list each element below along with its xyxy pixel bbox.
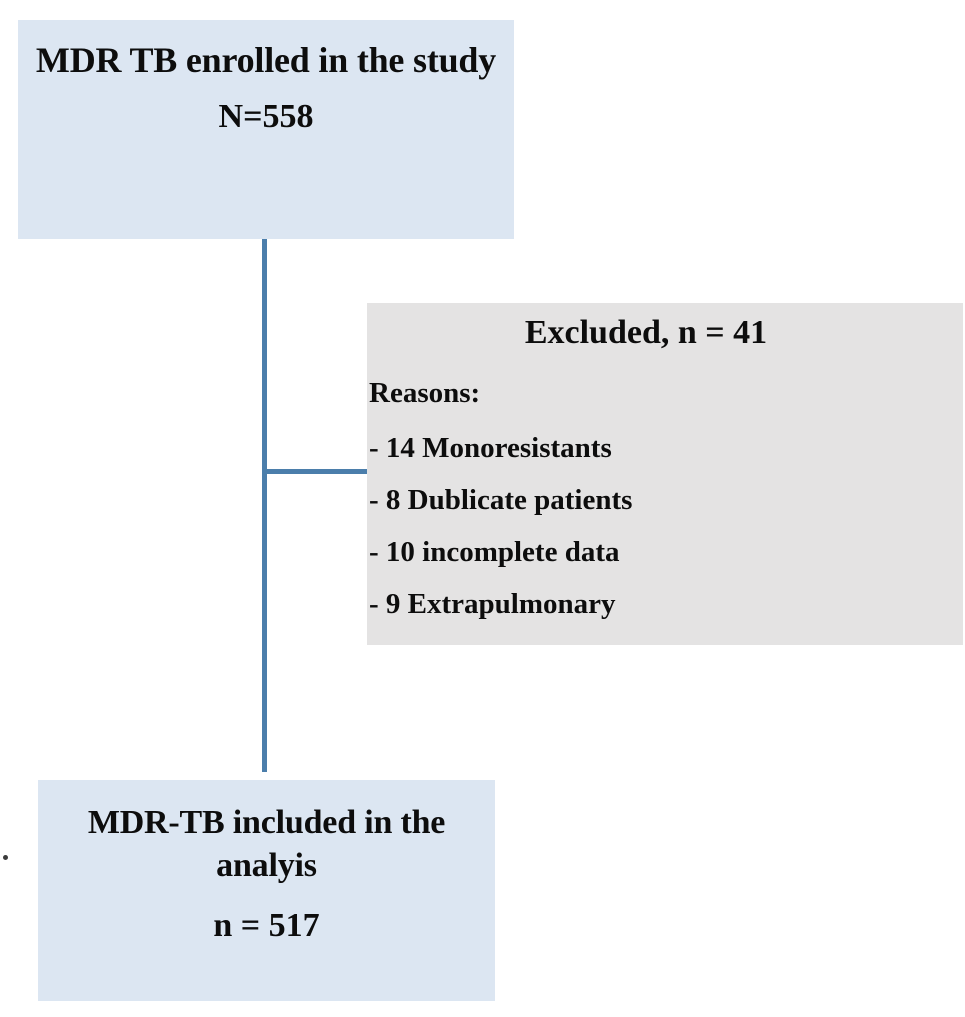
node-excluded-title: Excluded, n = 41 — [524, 314, 768, 351]
node-enrolled-count: N=558 — [218, 97, 314, 135]
connector-vertical-line — [262, 239, 267, 772]
node-excluded: Excluded, n = 41 Reasons: - 14 Monoresis… — [367, 303, 963, 645]
list-item: - 14 Monoresistants — [369, 431, 612, 464]
node-enrolled: MDR TB enrolled in the study N=558 — [18, 20, 514, 239]
node-included-count: n = 517 — [213, 906, 320, 944]
node-included-title: MDR-TB included in the analyis — [87, 804, 446, 884]
node-excluded-reasons-label: Reasons: — [369, 376, 481, 409]
list-item: - 10 incomplete data — [369, 535, 620, 568]
connector-horizontal-line — [262, 469, 370, 474]
node-enrolled-title: MDR TB enrolled in the study — [35, 40, 497, 80]
list-item: - 9 Extrapulmonary — [369, 587, 616, 620]
list-item: - 8 Dublicate patients — [369, 483, 633, 516]
node-included: MDR-TB included in the analyis n = 517 — [38, 780, 495, 1001]
scan-artifact-speck — [3, 855, 8, 860]
node-excluded-reason-list: - 14 Monoresistants - 8 Dublicate patien… — [367, 431, 963, 620]
